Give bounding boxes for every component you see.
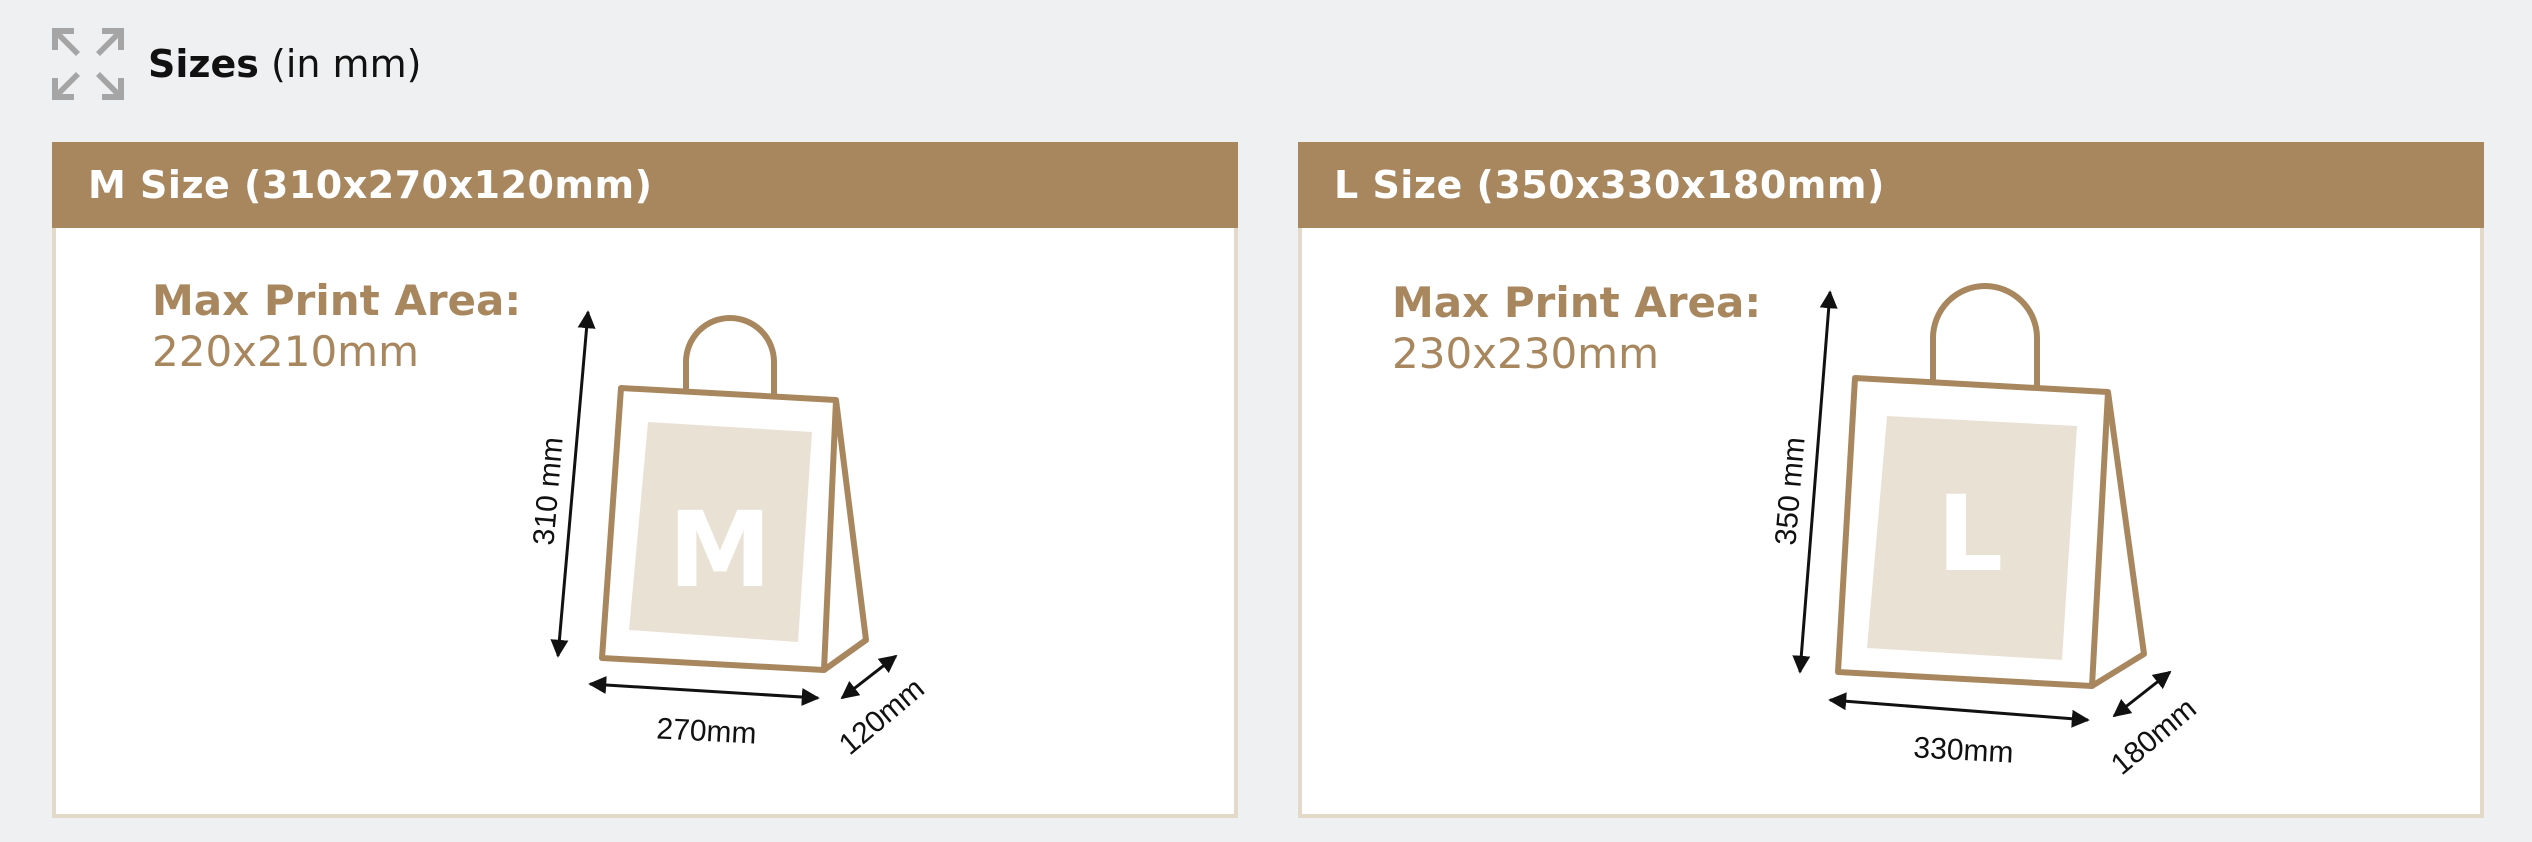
print-area-block bbox=[1867, 416, 2077, 660]
height-label: 310 mm bbox=[527, 436, 569, 547]
sizes-title: Sizes (in mm) bbox=[148, 42, 421, 86]
bag-diagram: M 310 mm 270mm 120mm bbox=[527, 310, 931, 762]
card-title: L Size (350x330x180mm) bbox=[1298, 142, 2484, 228]
size-card-l: L Size (350x330x180mm) Max Print Area: 2… bbox=[1298, 142, 2484, 818]
size-card-m: M Size (310x270x120mm) Max Print Area: 2… bbox=[52, 142, 1238, 818]
expand-arrows-icon bbox=[52, 28, 124, 100]
height-arrow bbox=[550, 310, 596, 658]
bag-outline bbox=[1835, 283, 2147, 689]
bag-letter: M bbox=[668, 489, 772, 611]
width-arrow bbox=[588, 676, 820, 706]
width-label: 330mm bbox=[1913, 731, 2015, 769]
width-label: 270mm bbox=[656, 712, 758, 750]
print-area-value: 220x210mm bbox=[152, 327, 420, 376]
depth-label: 180mm bbox=[2105, 692, 2203, 782]
sizes-header: Sizes (in mm) bbox=[52, 28, 421, 100]
depth-arrow bbox=[840, 654, 898, 700]
print-area-block bbox=[629, 422, 812, 642]
sizes-title-label: Sizes bbox=[148, 42, 259, 86]
depth-arrow bbox=[2112, 670, 2172, 718]
print-area-info: Max Print Area: 220x210mm bbox=[152, 276, 521, 376]
card-title: M Size (310x270x120mm) bbox=[52, 142, 1238, 228]
print-area-value: 230x230mm bbox=[1392, 329, 1660, 378]
bag-letter: L bbox=[1937, 473, 2003, 595]
print-area-label: Max Print Area: bbox=[152, 276, 522, 325]
height-label: 350 mm bbox=[1769, 436, 1811, 547]
depth-label: 120mm bbox=[833, 672, 931, 762]
width-arrow bbox=[1828, 692, 2090, 728]
bag-outline bbox=[599, 315, 869, 673]
print-area-label: Max Print Area: bbox=[1392, 278, 1762, 327]
sizes-title-unit: (in mm) bbox=[271, 42, 422, 86]
height-arrow bbox=[1792, 290, 1838, 674]
bag-diagram: L 350 mm 330mm 180mm bbox=[1769, 283, 2203, 782]
print-area-info: Max Print Area: 230x230mm bbox=[1392, 278, 1761, 378]
